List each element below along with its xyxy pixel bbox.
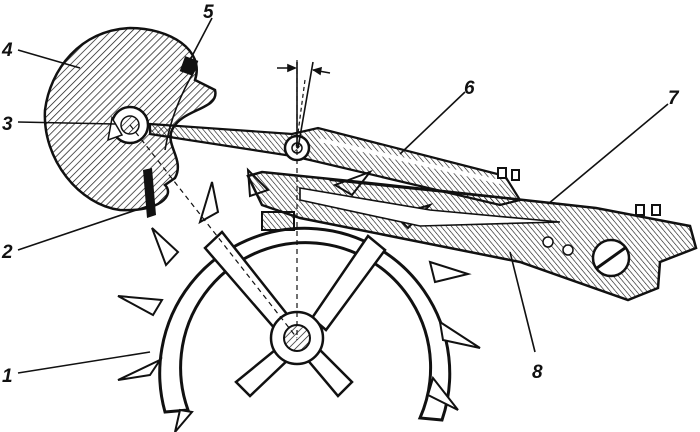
label-8: 8: [532, 362, 543, 383]
leader-2: [17, 205, 149, 251]
label-5: 5: [203, 2, 214, 23]
wheel-tooth: [151, 227, 180, 267]
label-2: 2: [1, 242, 13, 263]
lever-pallet-block: [261, 211, 295, 231]
wheel-tooth: [198, 181, 220, 225]
part-labels: 1 2 3 4 5 6 7 8: [1, 2, 680, 387]
leader-4: [17, 49, 81, 69]
wheel-tooth: [426, 375, 459, 411]
label-7: 7: [668, 88, 680, 109]
lever-screw-slot: [596, 246, 626, 270]
angle-indicator: [277, 61, 331, 149]
wheel-tooth: [174, 408, 194, 432]
pallet-arm-stud: [497, 167, 507, 179]
lever-stud: [651, 204, 661, 216]
lever-jewel: [542, 236, 554, 248]
label-1: 1: [2, 366, 13, 387]
lever-slot: [299, 187, 561, 227]
lever: [246, 170, 698, 302]
label-6: 6: [464, 78, 475, 99]
pallet-arm-stud: [511, 169, 520, 181]
leader-5: [189, 17, 213, 61]
lever-stud: [635, 204, 645, 216]
leader-3: [17, 121, 116, 125]
wheel-tooth: [117, 357, 163, 381]
leader-8: [509, 251, 536, 353]
dashed-line: [129, 124, 298, 339]
balance-disc: [43, 26, 217, 218]
wheel-tooth: [117, 295, 164, 317]
pallet-arm-body: [148, 122, 522, 207]
angle-arrowhead: [312, 66, 322, 76]
leader-lines: [17, 17, 669, 374]
leader-1: [17, 351, 151, 374]
lever-jewel: [562, 244, 574, 256]
leader-6: [399, 91, 466, 155]
label-3: 3: [2, 114, 13, 135]
pallet-arm: [148, 122, 522, 207]
angle-line-right: [297, 61, 314, 149]
wheel-tooth: [428, 260, 472, 284]
wheel-tooth: [438, 319, 481, 349]
leader-7: [547, 103, 669, 205]
leader-5-curve: [164, 67, 197, 151]
label-4: 4: [1, 40, 13, 61]
angle-arrowhead: [287, 63, 298, 73]
impulse-pin: [143, 168, 156, 218]
pallet-arm-highlight: [319, 138, 501, 184]
